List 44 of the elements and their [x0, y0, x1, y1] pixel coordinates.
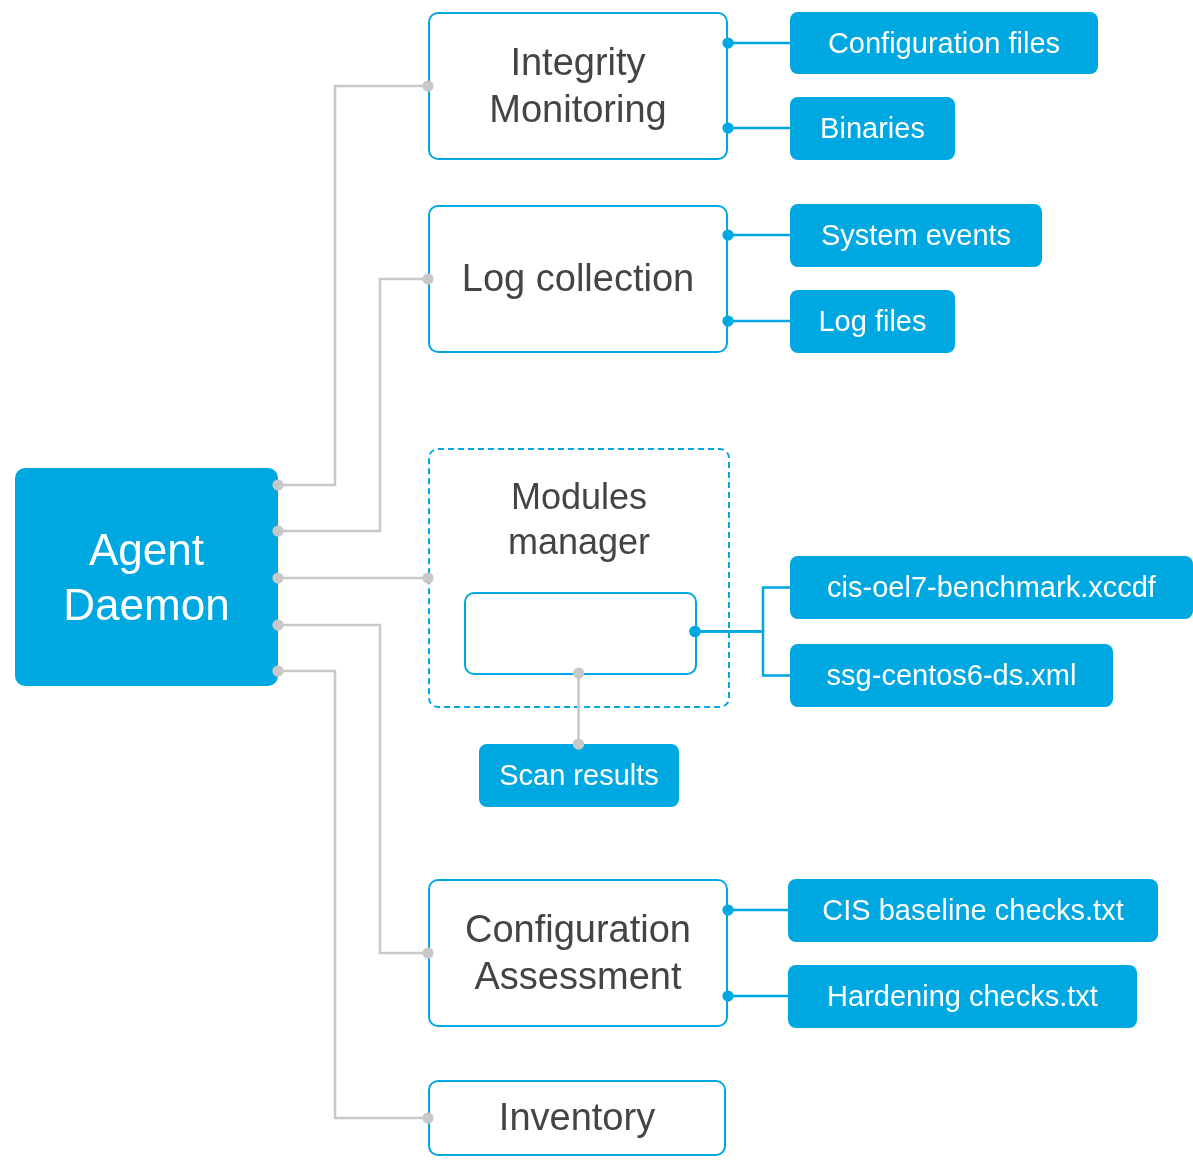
item-label: ssg-centos6-ds.xml [826, 658, 1077, 694]
node-label: Integrity Monitoring [488, 39, 668, 132]
item-label: Log files [818, 304, 927, 340]
connector-line [272, 572, 434, 584]
item-tag [790, 290, 955, 353]
item-label: CIS baseline checks.txt [822, 893, 1124, 929]
item-tag [788, 879, 1158, 942]
module-box [428, 205, 728, 353]
item-label: Hardening checks.txt [827, 979, 1098, 1015]
item-label: Binaries [820, 111, 925, 147]
item-tag [790, 204, 1042, 267]
module-box [428, 12, 728, 160]
item-tag [790, 12, 1098, 74]
item-label: Configuration files [827, 25, 1061, 61]
connector-line [722, 229, 790, 241]
item-tag [790, 97, 955, 160]
module-box [428, 1080, 726, 1156]
connector-line [272, 619, 434, 959]
connector-line [722, 122, 790, 134]
item-tag [790, 644, 1113, 707]
node-label: Agent Daemon [62, 524, 231, 631]
dashed-group-box [428, 448, 730, 708]
connector-line [689, 625, 790, 677]
module-box [428, 879, 728, 1027]
connector-line [272, 80, 434, 491]
connector-line [272, 665, 434, 1124]
item-tag [788, 965, 1137, 1028]
item-label: Scan results [499, 758, 659, 794]
submodule-box [464, 592, 697, 675]
node-label: Modules manager [506, 475, 652, 564]
item-label: System events [820, 218, 1012, 254]
connector-line [722, 37, 790, 49]
item-tag [790, 556, 1193, 619]
agent-box [15, 468, 278, 686]
node-label: Configuration Assessment [463, 906, 692, 999]
node-label: Log collection [461, 256, 695, 302]
connector-line [722, 904, 788, 916]
connector-line [272, 273, 434, 537]
connector-line [722, 990, 788, 1002]
node-label: Inventory [498, 1095, 656, 1141]
connector-line [722, 315, 790, 327]
item-label: cis-oel7-benchmark.xccdf [827, 570, 1156, 606]
item-tag [479, 744, 679, 807]
connector-line [572, 667, 585, 750]
